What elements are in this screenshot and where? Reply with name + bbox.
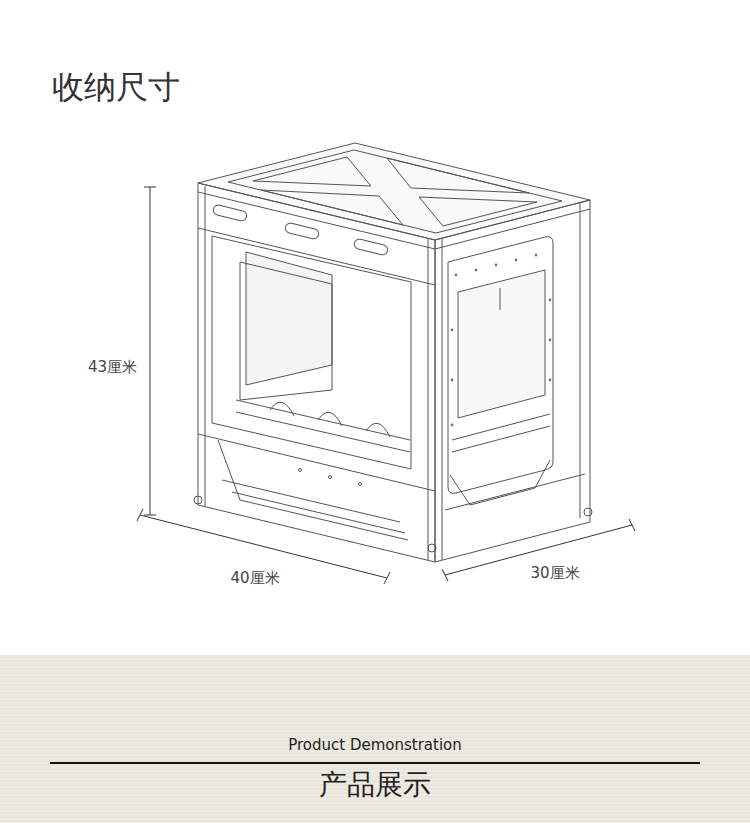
dimension-label: 40厘米 [230,569,279,587]
divider-line [50,762,700,764]
page-title: 收纳尺寸 [52,68,180,106]
section-subtitle: Product Demonstration [288,736,462,754]
section-heading: 产品展示 [319,768,431,802]
dimension-label: 43厘米 [88,358,137,376]
dimension-lines [137,187,635,584]
dimension-label: 30厘米 [530,564,579,582]
texture-band [0,655,750,823]
case-drawing [194,143,592,562]
